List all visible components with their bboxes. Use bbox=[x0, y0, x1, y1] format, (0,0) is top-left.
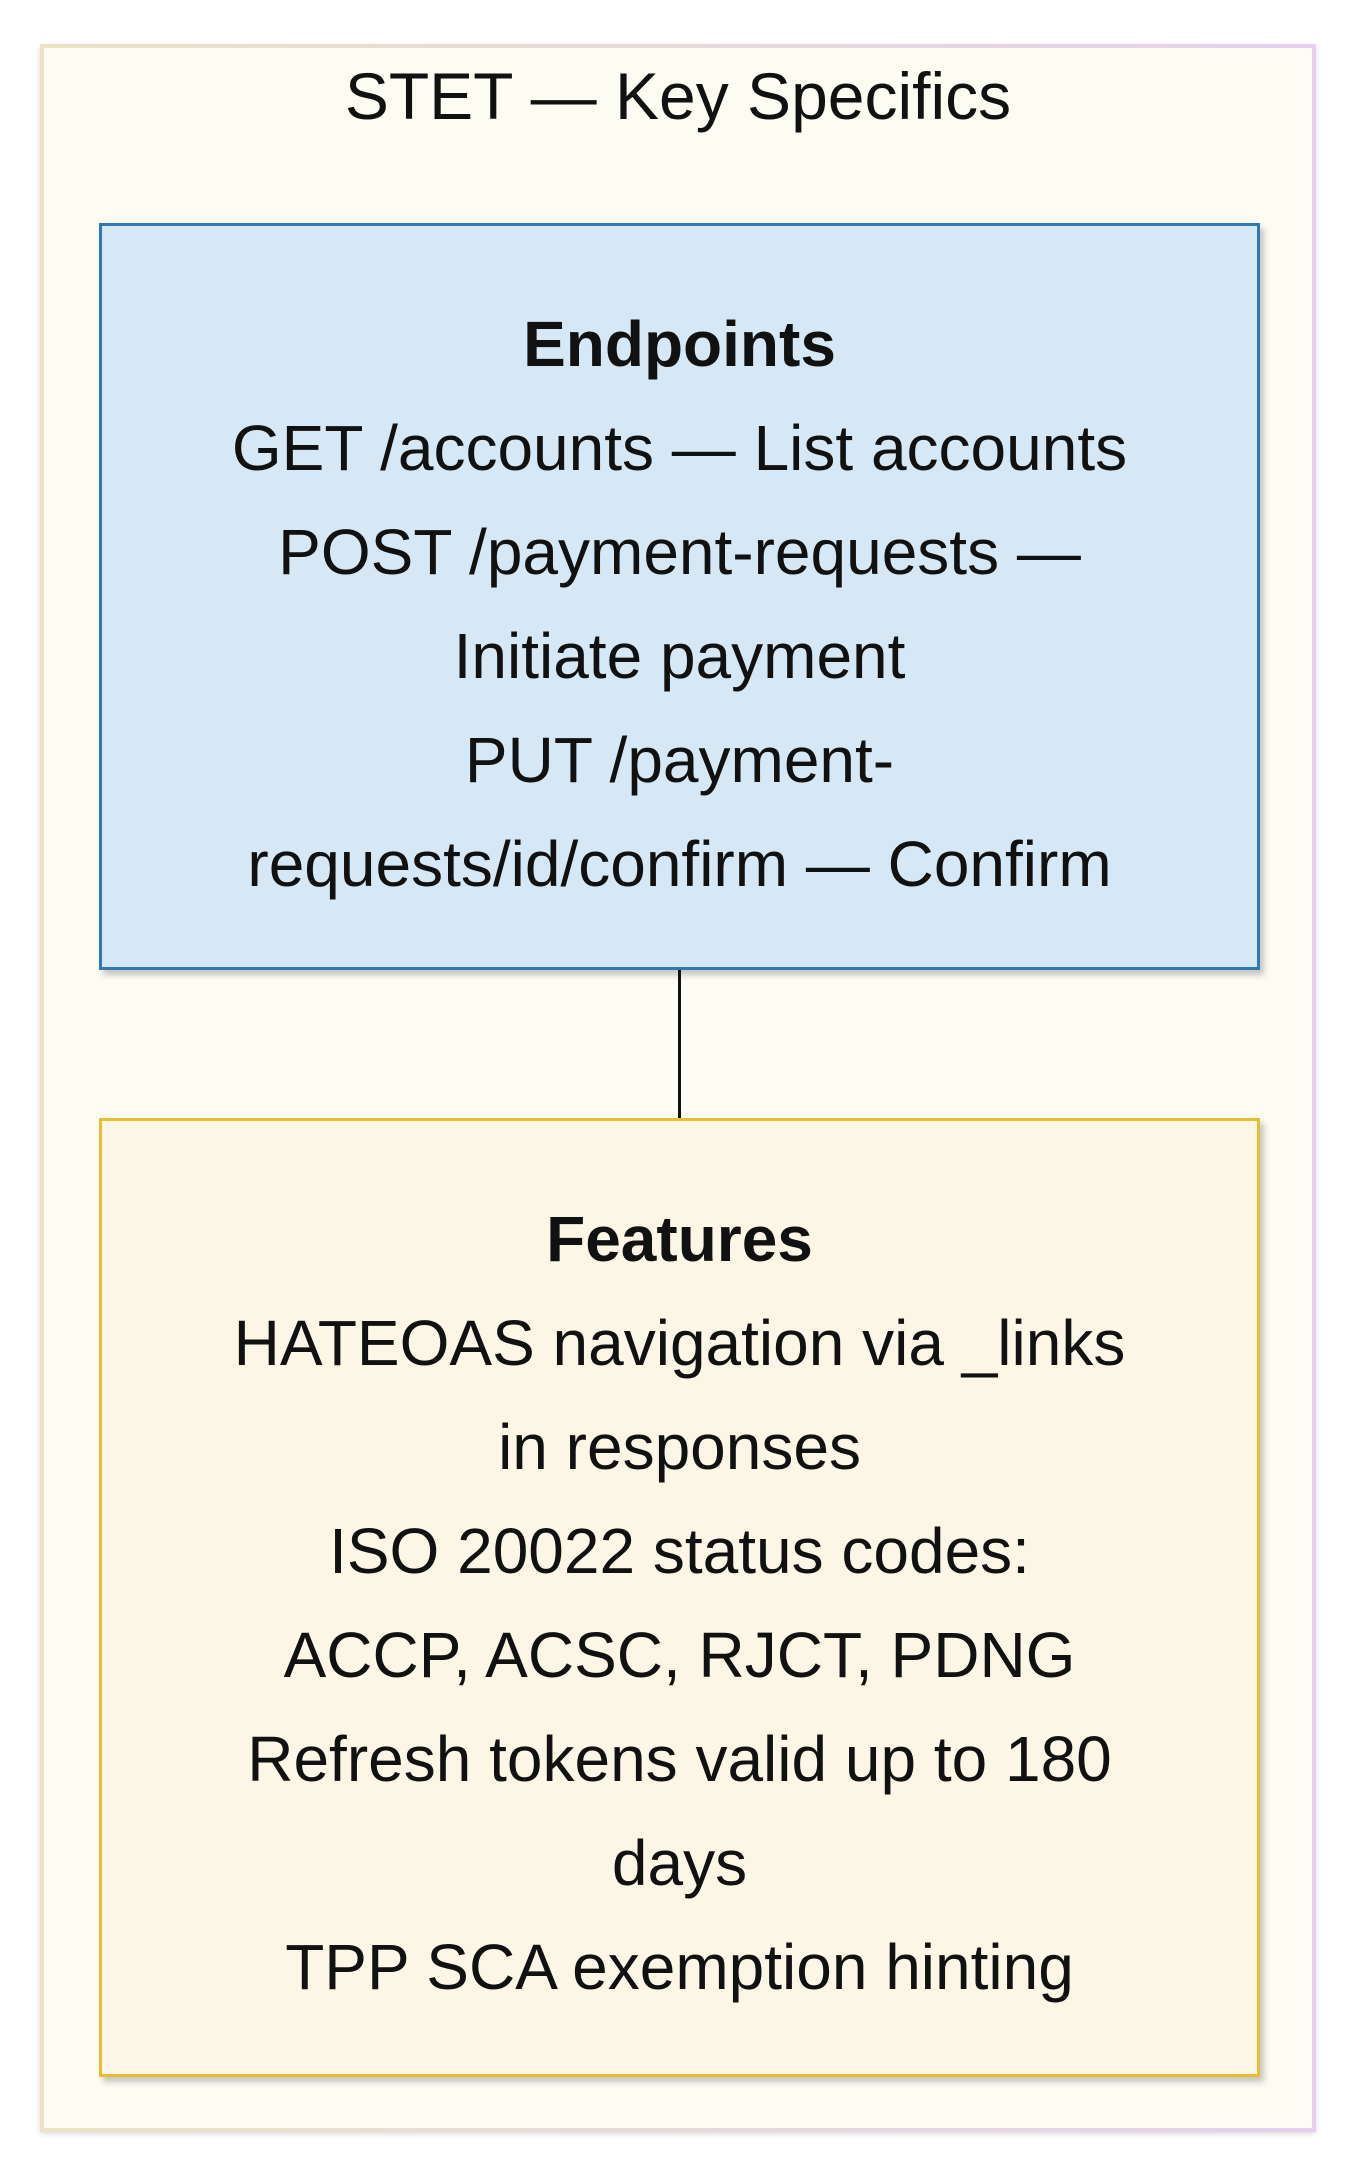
endpoints-title: Endpoints bbox=[523, 308, 836, 380]
feature-line: ACCP, ACSC, RJCT, PDNG bbox=[283, 1619, 1076, 1691]
endpoint-line: GET /accounts — List accounts bbox=[231, 412, 1128, 484]
feature-line: TPP SCA exemption hinting bbox=[285, 1931, 1074, 2003]
feature-line: days bbox=[611, 1827, 748, 1899]
endpoints-to-features-connector bbox=[678, 970, 681, 1118]
diagram-title: STET — Key Specifics bbox=[344, 59, 1012, 133]
endpoint-line: Initiate payment bbox=[453, 620, 906, 692]
feature-line: Refresh tokens valid up to 180 bbox=[247, 1723, 1112, 1795]
feature-line: ISO 20022 status codes: bbox=[329, 1515, 1030, 1587]
endpoint-line: requests/id/confirm — Confirm bbox=[247, 828, 1112, 900]
feature-line: in responses bbox=[498, 1411, 861, 1483]
feature-line: HATEOAS navigation via _links bbox=[233, 1307, 1126, 1379]
endpoint-line: PUT /payment- bbox=[464, 724, 895, 796]
endpoints-box: Endpoints GET /accounts — List accounts … bbox=[99, 223, 1260, 970]
features-title: Features bbox=[546, 1203, 813, 1275]
endpoint-line: POST /payment-requests — bbox=[278, 516, 1081, 588]
features-box: Features HATEOAS navigation via _links i… bbox=[99, 1118, 1260, 2077]
